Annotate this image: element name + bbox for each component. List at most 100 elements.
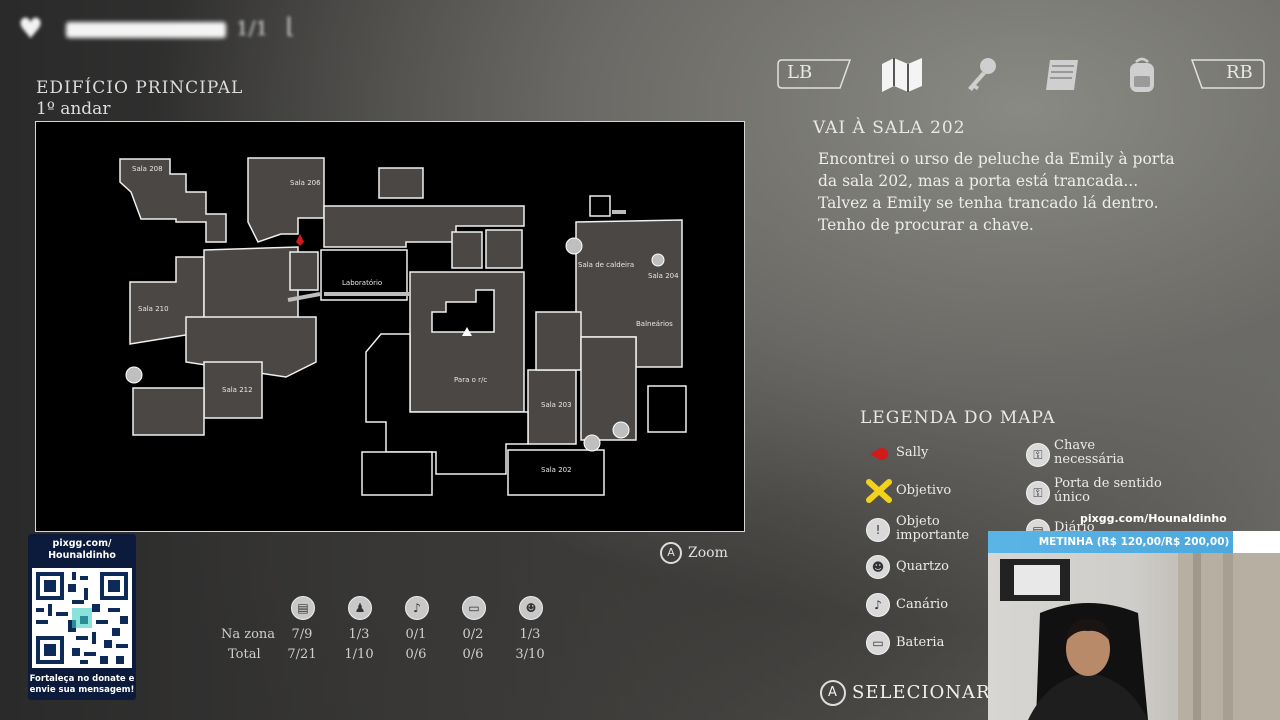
- row-label-zone: Na zona: [221, 627, 276, 642]
- teddy-icon: ☻: [519, 596, 543, 620]
- player-arrow-icon: [462, 327, 472, 336]
- map-battery-icon: [125, 366, 143, 384]
- collectibles-table: ▤ ♟ ♪ ▭ ☻ Na zona 7/9 1/3 0/1 0/2 1/3 To…: [212, 594, 572, 670]
- zone-value-teddy: 1/3: [519, 627, 541, 642]
- total-value-figure: 1/10: [344, 647, 374, 662]
- map-lock-icon: [583, 434, 601, 452]
- room-lab: [320, 249, 408, 301]
- backpack-icon[interactable]: [1118, 54, 1166, 94]
- map-diary-icon: [651, 253, 665, 267]
- objective-x-icon: [866, 479, 892, 507]
- total-value-battery: 0/6: [462, 647, 484, 662]
- room-wc-a: [451, 231, 483, 269]
- map-label-caldeira: Sala de caldeira: [578, 261, 634, 269]
- legend-title: LEGENDA DO MAPA: [860, 408, 1056, 428]
- zone-value-diary: 7/9: [291, 627, 313, 642]
- zone-value-battery: 0/2: [462, 627, 484, 642]
- lb-shape: [777, 59, 852, 89]
- donation-url: pixgg.com/ Hounaldinho: [48, 538, 116, 561]
- zoom-control[interactable]: A Zoom: [660, 542, 728, 564]
- person-body: [1028, 673, 1148, 720]
- room-stairs: [409, 271, 525, 413]
- total-value-diary: 7/21: [287, 647, 317, 662]
- wall-art-inner: [1014, 565, 1060, 595]
- curtain-shadow: [1193, 553, 1201, 720]
- row-label-total: Total: [228, 647, 261, 662]
- legend-item-porta-sentido-unico: Porta de sentido único: [1054, 476, 1162, 505]
- room-right-box: [647, 385, 687, 433]
- objective-title: VAI À SALA 202: [813, 118, 966, 138]
- zone-value-canary: 0/1: [405, 627, 427, 642]
- exclamation-icon: !: [866, 518, 890, 542]
- map-teddy-icon: [612, 421, 630, 439]
- canary-icon: ♪: [866, 593, 890, 617]
- teddy-icon: ☻: [866, 555, 890, 579]
- room-right-square: [589, 195, 611, 217]
- battery-icon: ▭: [462, 596, 486, 620]
- legend-item-objetivo: Objetivo: [896, 483, 952, 498]
- lock-key-icon: ⚿: [1026, 443, 1050, 467]
- room-topcenter: [378, 167, 424, 199]
- health-bar: [66, 22, 226, 38]
- donation-message: Fortaleça no donate e envie sua mensagem…: [29, 674, 135, 695]
- floor-map-svg: Sala 208 Sala 206 Laboratório Sala 210 S…: [119, 157, 687, 496]
- lb-tab-button[interactable]: LB: [776, 58, 852, 90]
- map-canary-icon: [565, 237, 583, 255]
- legend-item-bateria: Bateria: [896, 635, 945, 650]
- lb-label: LB: [787, 62, 813, 83]
- room-206-shape: [247, 157, 325, 243]
- person-hair: [1066, 619, 1110, 641]
- journal-icon[interactable]: [1038, 54, 1086, 94]
- floor-title: 1º andar: [36, 99, 111, 119]
- building-title: EDIFÍCIO PRINCIPAL: [36, 78, 244, 98]
- rb-shape: [1190, 59, 1265, 89]
- corridor-lower: [365, 333, 529, 475]
- zone-value-figure: 1/3: [348, 627, 370, 642]
- map-label-sala-204: Sala 204: [648, 272, 679, 280]
- map-label-balnearios: Balneários: [636, 320, 673, 328]
- room-wc-b: [485, 229, 523, 269]
- curtain-shadow-2: [1223, 553, 1233, 720]
- stream-url: pixgg.com/Hounaldinho: [1080, 512, 1227, 525]
- map-label-para-rc: Para o r/c: [454, 376, 487, 384]
- webcam-feed: [988, 553, 1280, 720]
- sally-marker-icon: [296, 234, 304, 246]
- qr-code-icon: [32, 568, 132, 668]
- room-left-bottom: [132, 387, 205, 436]
- diary-icon: ▤: [291, 596, 315, 620]
- zoom-label: Zoom: [688, 545, 728, 561]
- objective-description: Encontrei o urso de peluche da Emily à p…: [818, 150, 1175, 234]
- room-208-shape: [119, 158, 227, 243]
- map-label-laboratorio: Laboratório: [342, 279, 382, 287]
- rb-label: RB: [1226, 62, 1253, 83]
- total-value-canary: 0/6: [405, 647, 427, 662]
- map-label-sala-212: Sala 212: [222, 386, 253, 394]
- donation-goal-bar: METINHA (R$ 120,00/R$ 200,00): [988, 531, 1280, 553]
- goal-label: METINHA (R$ 120,00/R$ 200,00): [1038, 536, 1230, 548]
- room-202-shape: [507, 449, 605, 496]
- room-left-small: [289, 251, 319, 291]
- canary-icon: ♪: [405, 596, 429, 620]
- legend-item-sally: Sally: [896, 445, 929, 460]
- lock-oneway-icon: ⚿: [1026, 481, 1050, 505]
- rb-tab-button[interactable]: RB: [1190, 58, 1266, 90]
- room-stair-hole: [431, 289, 495, 333]
- room-lower-left: [361, 451, 433, 496]
- key-icon[interactable]: [958, 54, 1006, 94]
- legend-item-objeto-importante: Objeto importante: [896, 514, 970, 543]
- boot-icon: ⌊: [286, 14, 295, 39]
- donation-panel: pixgg.com/ Hounaldinho Fortaleça no dona…: [28, 534, 136, 700]
- map-icon[interactable]: [878, 54, 926, 94]
- total-value-teddy: 3/10: [515, 647, 545, 662]
- legend-item-quartzo: Quartzo: [896, 559, 949, 574]
- room-mid-right: [535, 311, 582, 371]
- map-label-sala-206: Sala 206: [290, 179, 321, 187]
- health-ratio: 1/1: [236, 16, 269, 40]
- battery-icon: ▭: [866, 631, 890, 655]
- status-hud: ♥ 1/1 ⌊: [14, 12, 304, 46]
- map-label-sala-202: Sala 202: [541, 466, 572, 474]
- floor-map[interactable]: Sala 208 Sala 206 Laboratório Sala 210 S…: [35, 121, 745, 532]
- a-button-icon: A: [660, 542, 682, 564]
- legend-item-canario: Canário: [896, 597, 949, 612]
